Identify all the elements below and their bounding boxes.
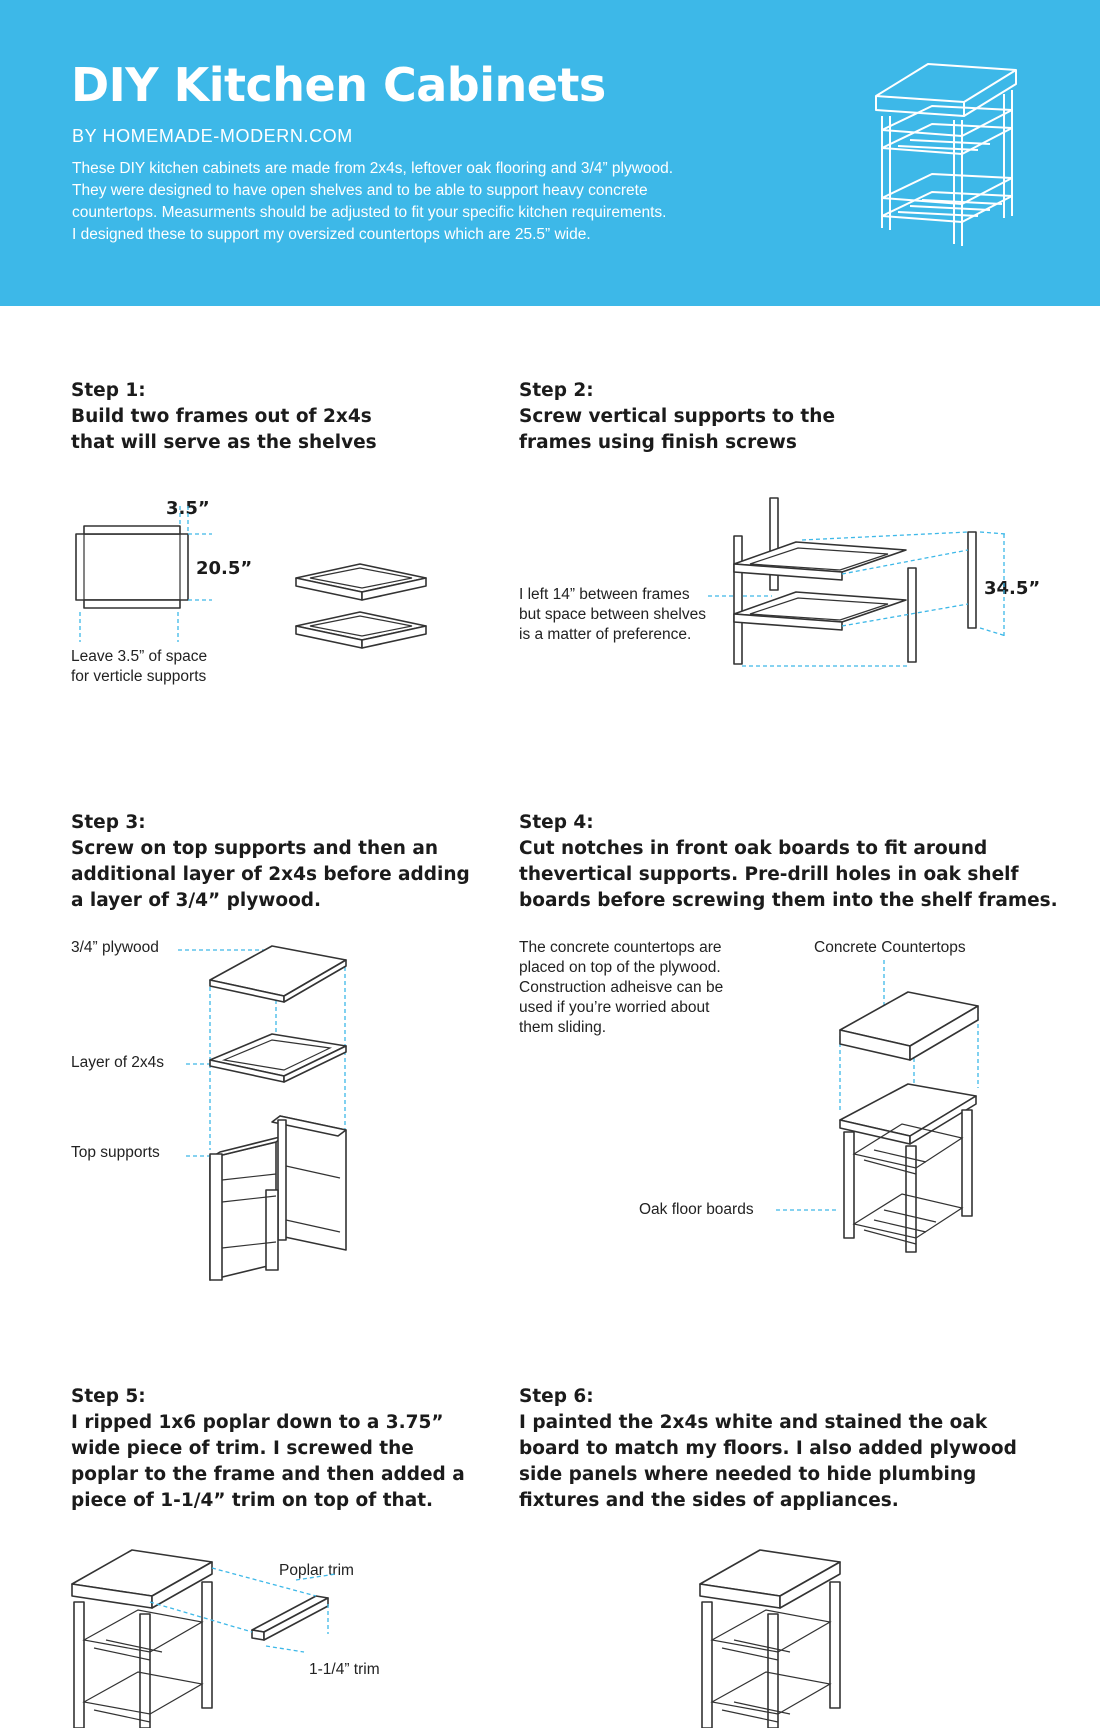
page-title: DIY Kitchen Cabinets [71, 58, 606, 112]
callout-oak-floor-boards: Oak floor boards [639, 1201, 754, 1218]
note-line: The concrete countertops are [519, 939, 722, 956]
step-description: Screw on top supports and then an additi… [71, 836, 501, 914]
dimension-label: 34.5” [984, 578, 1041, 599]
step-line: frames using finish screws [519, 432, 797, 453]
intro-line: These DIY kitchen cabinets are made from… [72, 160, 674, 177]
step-2: Step 2: Screw vertical supports to the f… [519, 378, 949, 456]
step-line: wide piece of trim. I screwed the [71, 1438, 414, 1459]
step-line: boards before screwing them into the she… [519, 890, 1058, 911]
step-note: Leave 3.5” of space for verticle support… [71, 647, 207, 687]
step-line: thevertical supports. Pre-drill holes in… [519, 864, 1019, 885]
step-label: Step 5: [71, 1386, 146, 1407]
step-line: poplar to the frame and then added a [71, 1464, 465, 1485]
countertop-placement-illustration [776, 960, 979, 1253]
note-line: placed on top of the plywood. [519, 959, 721, 976]
step-line: that will serve as the shelves [71, 432, 377, 453]
step-line: Screw on top supports and then an [71, 838, 439, 859]
step-line: I painted the 2x4s white and stained the… [519, 1412, 988, 1433]
trim-installation-illustration [71, 1549, 337, 1728]
step-description: Build two frames out of 2x4s that will s… [71, 404, 501, 456]
step-line: piece of 1-1/4” trim on top of that. [71, 1490, 434, 1511]
byline: BY HOMEMADE-MODERN.COM [72, 126, 353, 146]
step-note: The concrete countertops are placed on t… [519, 938, 723, 1038]
cabinet-hero-illustration [875, 63, 1017, 246]
step-label: Step 1: [71, 380, 146, 401]
step-description: Screw vertical supports to the frames us… [519, 404, 949, 456]
step-line: fixtures and the sides of appliances. [519, 1490, 899, 1511]
note-line: them sliding. [519, 1019, 607, 1036]
step-line: Cut notches in front oak boards to fit a… [519, 838, 988, 859]
header-banner: DIY Kitchen Cabinets BY HOMEMADE-MODERN.… [0, 0, 1100, 306]
note-line: but space between shelves [519, 606, 706, 623]
note-line: used if you’re worried about [519, 999, 710, 1016]
step-line: side panels where needed to hide plumbin… [519, 1464, 977, 1485]
callout-1-1-4-trim: 1-1/4” trim [309, 1661, 380, 1678]
step-line: I ripped 1x6 poplar down to a 3.75” [71, 1412, 444, 1433]
step-6: Step 6: I painted the 2x4s white and sta… [519, 1384, 1017, 1514]
intro-line: countertops. Measurments should be adjus… [72, 204, 667, 221]
callout-layer-2x4s: Layer of 2x4s [71, 1054, 165, 1071]
intro-line: I designed these to support my oversized… [72, 226, 591, 243]
note-line: for verticle supports [71, 668, 207, 685]
callout-concrete-countertops: Concrete Countertops [814, 939, 966, 956]
step-line: Screw vertical supports to the [519, 406, 835, 427]
step-line: a layer of 3/4” plywood. [71, 890, 322, 911]
step-line: Build two frames out of 2x4s [71, 406, 372, 427]
note-line: I left 14” between frames [519, 586, 690, 603]
vertical-supports-illustration [708, 497, 1007, 667]
step-5: Step 5: I ripped 1x6 poplar down to a 3.… [71, 1384, 501, 1514]
intro-line: They were designed to have open shelves … [72, 182, 648, 199]
note-line: is a matter of preference. [519, 626, 692, 643]
dimension-label: 20.5” [196, 558, 253, 579]
shelf-frames-illustration [75, 506, 427, 649]
step-note: I left 14” between frames but space betw… [519, 585, 706, 645]
step-1: Step 1: Build two frames out of 2x4s tha… [71, 378, 501, 456]
step-3: Step 3: Screw on top supports and then a… [71, 810, 501, 914]
step-label: Step 3: [71, 812, 146, 833]
step-label: Step 6: [519, 1386, 594, 1407]
callout-poplar-trim: Poplar trim [279, 1562, 354, 1579]
step-label: Step 4: [519, 812, 594, 833]
step-description: I ripped 1x6 poplar down to a 3.75” wide… [71, 1410, 501, 1514]
step-4: Step 4: Cut notches in front oak boards … [519, 810, 1058, 914]
intro-paragraph: These DIY kitchen cabinets are made from… [72, 158, 792, 246]
step-description: I painted the 2x4s white and stained the… [519, 1410, 1017, 1514]
step-line: board to match my floors. I also added p… [519, 1438, 1017, 1459]
step-line: additional layer of 2x4s before adding [71, 864, 470, 885]
finished-cabinet-illustration [699, 1549, 841, 1728]
note-line: Leave 3.5” of space [71, 648, 208, 665]
step-description: Cut notches in front oak boards to fit a… [519, 836, 1058, 914]
note-line: Construction adheisve can be [519, 979, 724, 996]
callout-top-supports: Top supports [71, 1144, 160, 1161]
callout-plywood: 3/4” plywood [71, 939, 159, 956]
top-layers-illustration [178, 945, 347, 1281]
step-label: Step 2: [519, 380, 594, 401]
